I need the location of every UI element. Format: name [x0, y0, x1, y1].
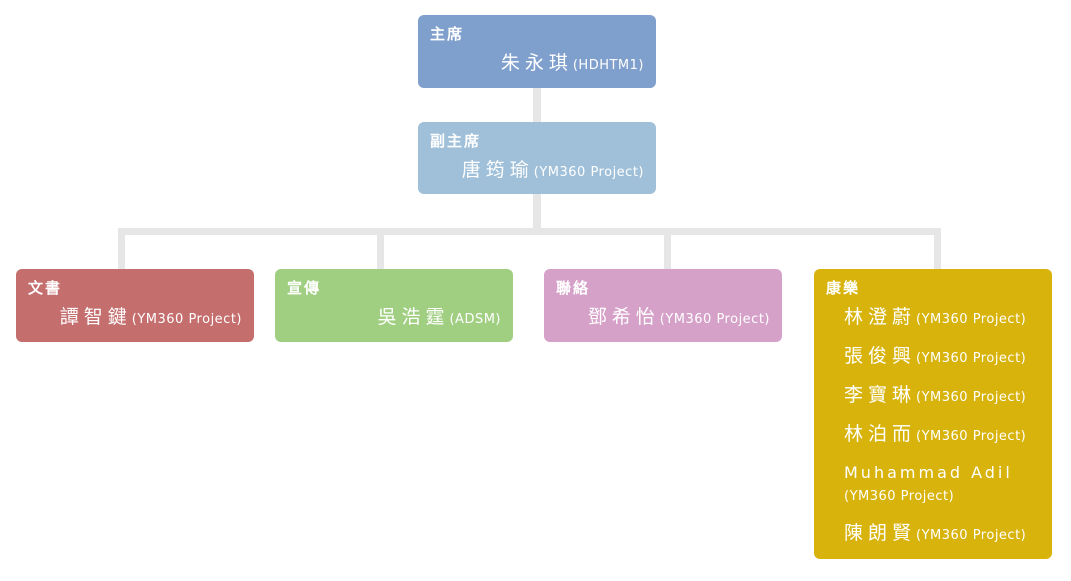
- member-affiliation: (YM360 Project): [916, 312, 1027, 327]
- connector-chair-vice: [533, 88, 541, 122]
- member-affiliation: (YM360 Project): [916, 351, 1027, 366]
- vice-chairman-member: 唐筠瑜(YM360 Project): [430, 152, 644, 191]
- member-affiliation: (YM360 Project): [916, 390, 1027, 405]
- member-affiliation: (YM360 Project): [916, 528, 1027, 543]
- secretary-box: 文書 譚智鍵(YM360 Project): [16, 269, 254, 342]
- connector-bus-liaison: [664, 228, 671, 269]
- connector-bus-publicity: [377, 228, 384, 269]
- member-name: 唐筠瑜: [461, 159, 534, 181]
- recreation-member: 林澄蔚(YM360 Project): [844, 299, 1040, 338]
- connector-bus-recreation: [934, 228, 941, 269]
- member-affiliation: (YM360 Project): [659, 312, 770, 327]
- publicity-role: 宣傳: [287, 279, 322, 297]
- member-affiliation: (YM360 Project): [131, 312, 242, 327]
- member-affiliation: (YM360 Project): [533, 165, 644, 180]
- member-affiliation: (YM360 Project): [916, 429, 1027, 444]
- chairman-member: 朱永琪(HDHTM1): [430, 45, 644, 84]
- recreation-member: 張俊興(YM360 Project): [844, 338, 1040, 377]
- recreation-member: 陳朗賢(YM360 Project): [844, 515, 1040, 554]
- member-name: 鄧希怡: [587, 306, 660, 328]
- vice-chairman-role: 副主席: [430, 132, 482, 150]
- recreation-member: 李寶琳(YM360 Project): [844, 377, 1040, 416]
- publicity-member: 吳浩霆(ADSM): [287, 299, 501, 338]
- recreation-member: 林泊而(YM360 Project): [844, 416, 1040, 455]
- member-affiliation: (YM360 Project): [844, 489, 955, 504]
- member-affiliation: (HDHTM1): [572, 58, 644, 73]
- member-name: 李寶琳: [844, 384, 917, 406]
- connector-bus-secretary: [118, 228, 125, 269]
- member-name: 張俊興: [844, 345, 917, 367]
- vice-chairman-box: 副主席 唐筠瑜(YM360 Project): [418, 122, 656, 194]
- liaison-member: 鄧希怡(YM360 Project): [556, 299, 770, 338]
- chairman-role: 主席: [430, 25, 465, 43]
- recreation-member: Muhammad Adil (YM360 Project): [844, 455, 1040, 515]
- chairman-box: 主席 朱永琪(HDHTM1): [418, 15, 656, 88]
- member-name: 朱永琪: [500, 52, 573, 74]
- member-affiliation: (ADSM): [449, 312, 501, 327]
- connector-vice-bus: [533, 194, 541, 230]
- liaison-box: 聯絡 鄧希怡(YM360 Project): [544, 269, 782, 342]
- secretary-role: 文書: [28, 279, 63, 297]
- member-name: 陳朗賢: [844, 522, 917, 544]
- member-name: 林泊而: [844, 423, 917, 445]
- secretary-member: 譚智鍵(YM360 Project): [28, 299, 242, 338]
- recreation-role: 康樂: [826, 279, 861, 297]
- publicity-box: 宣傳 吳浩霆(ADSM): [275, 269, 513, 342]
- member-name: 吳浩霆: [377, 306, 450, 328]
- liaison-role: 聯絡: [556, 279, 591, 297]
- member-name: 譚智鍵: [59, 306, 132, 328]
- member-name: Muhammad Adil: [844, 463, 1013, 482]
- connector-horizontal-bus: [118, 228, 941, 235]
- recreation-box: 康樂 林澄蔚(YM360 Project) 張俊興(YM360 Project)…: [814, 269, 1052, 559]
- member-name: 林澄蔚: [844, 306, 917, 328]
